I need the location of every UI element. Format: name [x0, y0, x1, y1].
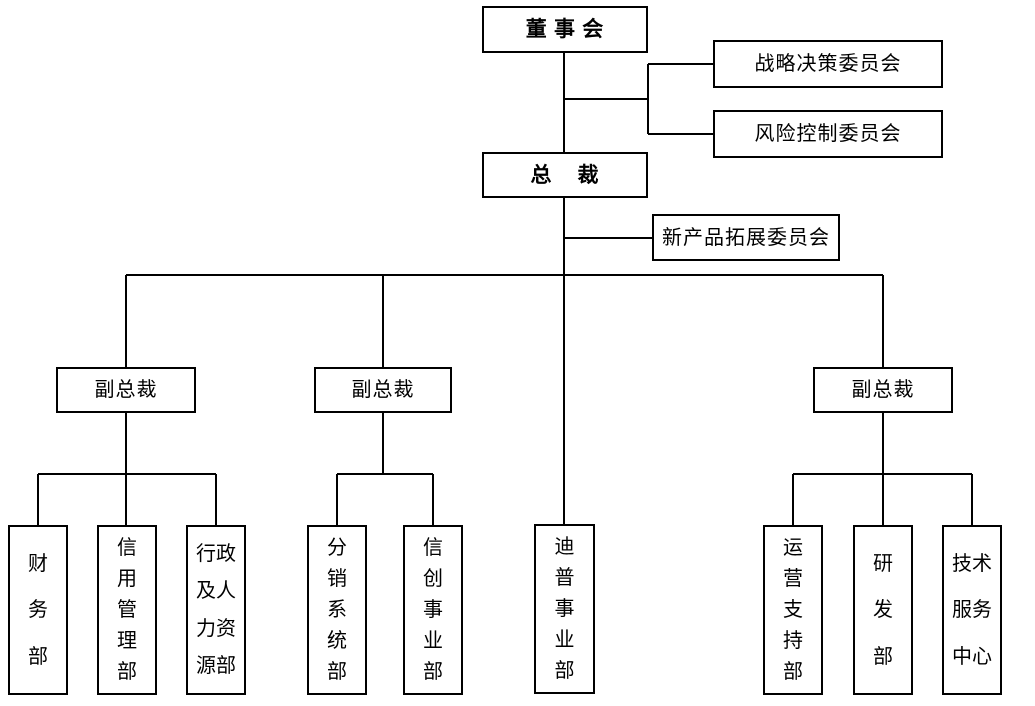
dept-label-line: 持 — [783, 630, 803, 652]
dept-label-line: 力资 — [196, 617, 236, 640]
dept-label-line: 部 — [783, 661, 803, 683]
dept-box-credit-management: 信用管理部 — [97, 525, 157, 695]
dept-box-xinchuang-business: 信创事业部 — [403, 525, 463, 695]
risk-committee-box: 风险控制委员会 — [713, 110, 943, 158]
dept-label-line: 部 — [554, 660, 575, 682]
president-box: 总 裁 — [482, 152, 648, 198]
dept-label-line: 部 — [28, 645, 48, 668]
dept-box-operations-support: 运营支持部 — [763, 525, 823, 695]
dept-label-line: 信 — [117, 537, 137, 559]
dept-label-line: 营 — [783, 568, 803, 590]
dept-label-line: 信 — [423, 537, 443, 559]
strategy-committee-box: 战略决策委员会 — [713, 40, 943, 88]
dept-box-distribution-systems: 分销系统部 — [307, 525, 367, 695]
dept-box-dipu-business: 迪普事业部 — [534, 524, 595, 694]
vp1-box: 副总裁 — [56, 367, 196, 413]
dept-label-line: 用 — [117, 568, 137, 590]
dept-box-admin-hr: 行政及人力资源部 — [186, 525, 246, 695]
dept-label-line: 销 — [327, 568, 347, 590]
board-label: 董 事 会 — [525, 17, 605, 41]
vp2-label: 副总裁 — [351, 379, 415, 401]
dept-label-line: 事 — [423, 599, 443, 621]
dept-label-line: 发 — [873, 599, 893, 621]
dept-box-tech-service-center: 技术服务中心 — [942, 525, 1002, 695]
dept-label-line: 部 — [117, 661, 137, 683]
dept-box-rnd: 研发部 — [853, 525, 913, 695]
risk-committee-label: 风险控制委员会 — [754, 123, 902, 145]
dept-box-finance: 财务部 — [8, 525, 68, 695]
dept-label-line: 部 — [423, 661, 443, 683]
dept-label-line: 分 — [327, 537, 347, 559]
dept-label-line: 及人 — [196, 580, 236, 603]
dept-label-line: 务 — [28, 599, 48, 621]
vp3-label: 副总裁 — [851, 379, 915, 401]
dept-label-line: 技术 — [952, 552, 992, 575]
new-product-committee-box: 新产品拓展委员会 — [652, 214, 840, 261]
vp3-box: 副总裁 — [813, 367, 953, 413]
new-product-committee-label: 新产品拓展委员会 — [662, 226, 830, 249]
strategy-committee-label: 战略决策委员会 — [754, 53, 902, 75]
dept-label-line: 研 — [873, 552, 893, 575]
dept-label-line: 迪 — [554, 536, 575, 558]
vp1-label: 副总裁 — [94, 379, 158, 401]
dept-label-line: 部 — [873, 645, 893, 668]
vp2-box: 副总裁 — [314, 367, 452, 413]
dept-label-line: 创 — [423, 568, 443, 590]
dept-label-line: 服务 — [952, 599, 992, 621]
president-label: 总 裁 — [530, 162, 600, 187]
dept-label-line: 运 — [783, 537, 803, 559]
dept-label-line: 源部 — [196, 654, 236, 677]
dept-label-line: 业 — [423, 630, 443, 652]
dept-label-line: 统 — [327, 630, 347, 652]
dept-label-line: 业 — [554, 629, 575, 651]
dept-label-line: 管 — [117, 599, 137, 621]
dept-label-line: 财 — [28, 552, 48, 575]
dept-label-line: 普 — [554, 567, 575, 589]
dept-label-line: 理 — [117, 630, 137, 652]
dept-label-line: 行政 — [196, 543, 236, 566]
board-box: 董 事 会 — [482, 6, 648, 53]
dept-label-line: 中心 — [952, 645, 992, 668]
dept-label-line: 事 — [554, 598, 575, 620]
dept-label-line: 部 — [327, 661, 347, 683]
dept-label-line: 支 — [783, 599, 803, 621]
dept-label-line: 系 — [327, 599, 347, 621]
